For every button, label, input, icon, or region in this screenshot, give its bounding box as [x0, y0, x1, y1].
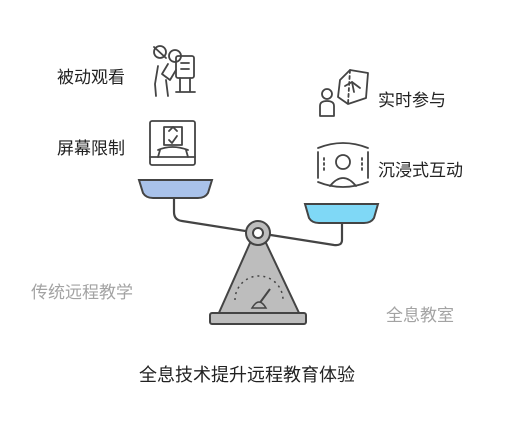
person-at-desk-icon — [153, 45, 196, 97]
item-label-realtime-participation: 实时参与 — [378, 91, 446, 111]
item-label-passive-viewing: 被动观看 — [57, 68, 125, 88]
item-label-immersive-interaction: 沉浸式互动 — [378, 161, 463, 181]
left-pan — [137, 179, 214, 199]
right-pan — [303, 203, 380, 224]
left-group-label: 传统远程教学 — [31, 283, 133, 303]
diagram-caption: 全息技术提升远程教育体验 — [139, 365, 355, 386]
immersive-person-icon — [317, 142, 369, 188]
screen-frame-icon — [149, 120, 196, 166]
item-label-screen-limits: 屏幕限制 — [57, 139, 125, 159]
right-group-label: 全息教室 — [386, 306, 454, 326]
scale-fulcrum — [209, 242, 307, 325]
person-with-cube-icon — [319, 69, 369, 117]
pivot-knob — [245, 220, 271, 246]
